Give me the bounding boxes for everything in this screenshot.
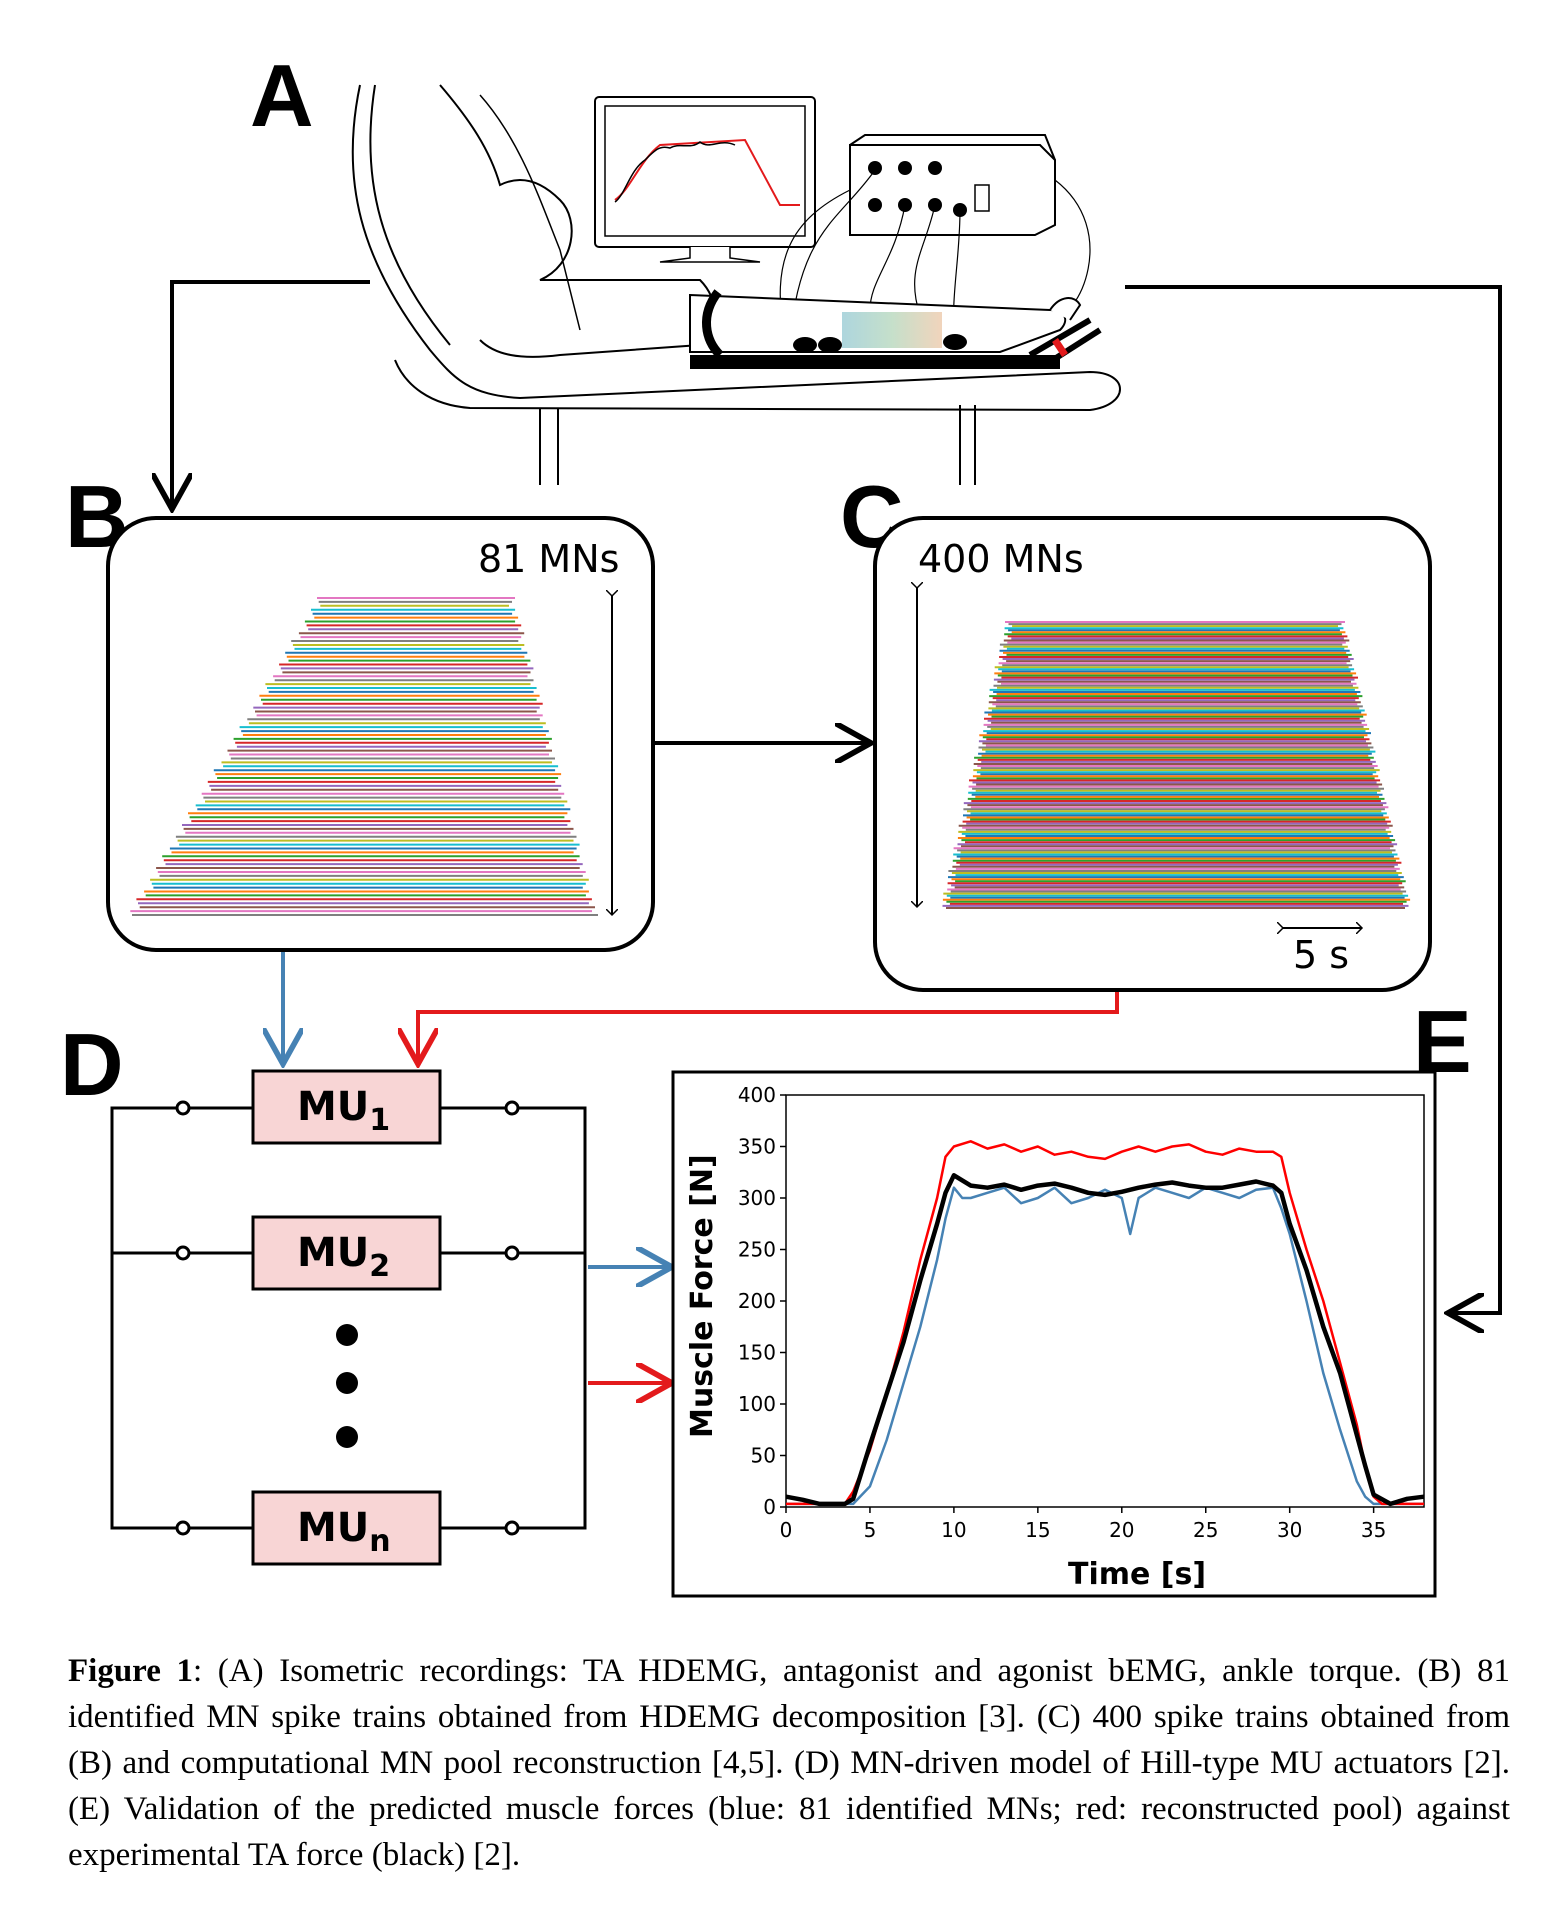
- panel-b: B 81 MNs: [65, 467, 655, 952]
- mu-1-subscript: 1: [369, 1103, 390, 1138]
- force-series: [785, 1140, 1425, 1507]
- figure-caption: Figure 1: (A) Isometric recordings: TA H…: [68, 1648, 1510, 1878]
- y-tick-label: 200: [738, 1289, 776, 1313]
- panel-c: C 400 MNs 5 s: [840, 467, 1432, 992]
- panel-d: D MU1 MU2 MUn: [60, 1015, 587, 1566]
- mu-1-prefix: MU: [297, 1084, 369, 1130]
- figure-1: A: [60, 46, 1502, 1598]
- monitor-icon: [594, 96, 816, 263]
- y-tick-label: 250: [738, 1238, 776, 1262]
- chair-icon: [351, 84, 1121, 412]
- y-tick-label: 0: [763, 1495, 776, 1519]
- mu-actuator-2: MU2: [251, 1215, 442, 1291]
- y-tick-label: 400: [738, 1083, 776, 1107]
- x-axis-ticks: 0 5 10 15 20 25 30 35: [780, 1507, 1386, 1542]
- circuit-wires: [110, 1106, 587, 1530]
- panel-letter-d: D: [60, 1015, 124, 1114]
- ellipsis-dots-icon: [336, 1324, 358, 1448]
- raster-reconstructed-pool: [942, 621, 1411, 909]
- x-tick-label: 30: [1277, 1518, 1302, 1542]
- y-tick-label: 150: [738, 1341, 776, 1365]
- mu-actuator-1: MU1: [251, 1069, 442, 1145]
- time-scale-label: 5 s: [1293, 933, 1349, 977]
- mu-n-prefix: MU: [297, 1505, 369, 1551]
- leg-with-electrodes-icon: [689, 289, 1102, 369]
- flow-arrows: [172, 280, 1502, 1383]
- circuit-terminals: [175, 1100, 520, 1536]
- mu-2-prefix: MU: [297, 1230, 369, 1276]
- series-line-identified: [786, 1186, 1424, 1506]
- y-tick-label: 50: [751, 1444, 776, 1468]
- panel-b-count-label: 81 MNs: [478, 537, 619, 581]
- x-axis-title: Time [s]: [1068, 1557, 1206, 1592]
- panel-c-count-label: 400 MNs: [918, 537, 1084, 581]
- series-line-reconstructed: [786, 1140, 1424, 1506]
- panel-letter-a: A: [250, 46, 314, 145]
- x-tick-label: 5: [864, 1518, 877, 1542]
- series-line-experimental: [785, 1173, 1425, 1507]
- mu-actuator-n: MUn: [251, 1490, 442, 1566]
- y-axis-ticks: 0 50 100 150 200 250 300 350 400: [738, 1083, 786, 1519]
- svg-text:MUn: MUn: [297, 1505, 391, 1559]
- table-legs-icon: [539, 405, 976, 485]
- y-axis-title: Muscle Force [N]: [685, 1154, 720, 1438]
- y-tick-label: 350: [738, 1135, 776, 1159]
- person-outline-icon: [439, 84, 716, 358]
- caption-label: Figure 1: [68, 1653, 193, 1689]
- x-tick-label: 25: [1193, 1518, 1218, 1542]
- mu-2-subscript: 2: [369, 1249, 390, 1284]
- y-tick-label: 300: [738, 1186, 776, 1210]
- x-tick-label: 10: [941, 1518, 966, 1542]
- x-tick-label: 20: [1109, 1518, 1134, 1542]
- x-tick-label: 0: [780, 1518, 793, 1542]
- caption-text: : (A) Isometric recordings: TA HDEMG, an…: [68, 1653, 1510, 1873]
- raster-identified-mns: [130, 597, 598, 916]
- panel-e-frame: [671, 1070, 1437, 1598]
- amplifier-icon: [849, 134, 1056, 236]
- svg-text:MU2: MU2: [297, 1230, 390, 1284]
- panel-a-illustration: A: [250, 46, 1121, 485]
- x-tick-label: 15: [1025, 1518, 1050, 1542]
- y-tick-label: 100: [738, 1392, 776, 1416]
- x-tick-label: 35: [1361, 1518, 1386, 1542]
- svg-text:MU1: MU1: [297, 1084, 390, 1138]
- mu-n-subscript: n: [369, 1524, 390, 1559]
